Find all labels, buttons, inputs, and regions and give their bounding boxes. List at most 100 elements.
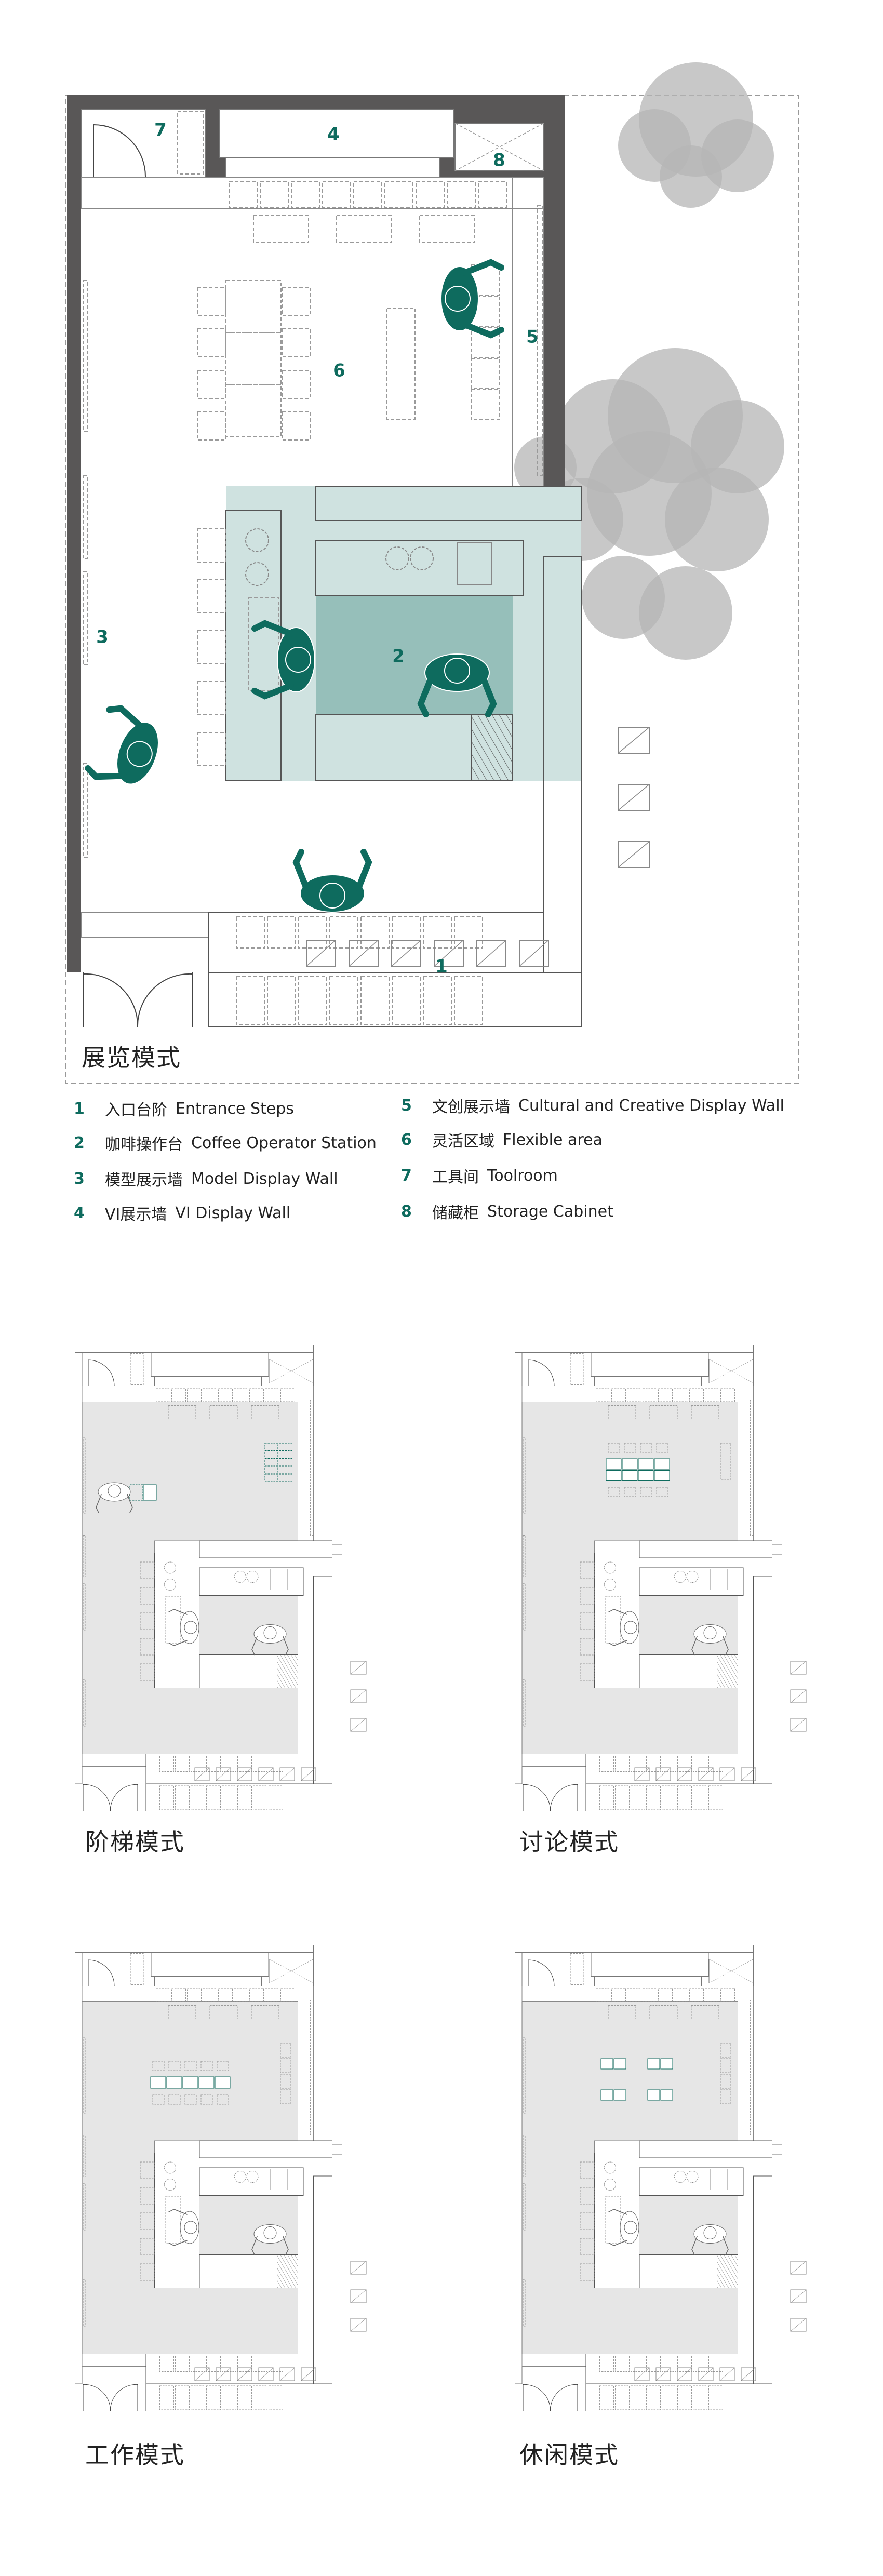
coffee-operator-station	[639, 2195, 738, 2255]
step-seat	[615, 2385, 630, 2410]
person-arms	[168, 2209, 188, 2246]
coffee-operator-station	[199, 1595, 298, 1655]
stool	[282, 328, 311, 357]
step-seat	[269, 2385, 283, 2410]
teal-seat	[279, 1450, 292, 1459]
bar-stool	[580, 2212, 595, 2230]
legend-en: Storage Cabinet	[487, 1202, 613, 1221]
back-counter-appliances	[639, 1567, 744, 1596]
step-seat	[677, 1785, 692, 1810]
discussion-table	[606, 1458, 622, 1470]
small-plan-work-mode	[75, 1945, 367, 2411]
display-table	[691, 1405, 719, 1419]
grinder-icon	[245, 562, 269, 586]
area-label-6: 6	[333, 361, 345, 381]
person-arms	[251, 2236, 289, 2255]
chair	[200, 2061, 213, 2071]
model-display-shelf	[83, 1437, 86, 1514]
burner-icon	[674, 2171, 686, 2183]
burner-icon	[674, 1571, 686, 1583]
person-head	[285, 647, 311, 673]
stool	[282, 287, 311, 316]
grinder-icon	[164, 2179, 176, 2191]
planter-diagonal	[279, 2367, 295, 2381]
stool	[282, 370, 311, 399]
vi-display-wall-base	[225, 157, 440, 178]
person-head	[319, 883, 345, 909]
cultural-display-wall-5	[298, 1986, 314, 2142]
step-seat	[222, 1756, 236, 1772]
outdoor-planter	[258, 2367, 274, 2381]
display-shelf	[705, 1388, 719, 1402]
wall-shelf	[310, 2000, 313, 2135]
chair	[640, 1487, 652, 1497]
step-seat	[269, 1756, 283, 1772]
wall	[75, 1345, 83, 1784]
area-number-labels: 7 4 8 5 6 3 2 1	[96, 120, 539, 977]
planter-diagonal	[698, 1767, 714, 1781]
back-counter-appliances	[315, 540, 524, 596]
model-display-shelf	[83, 1583, 86, 1631]
area-label-3: 3	[96, 627, 109, 648]
leisure-table	[660, 2058, 673, 2070]
person-head	[184, 2221, 197, 2234]
person-arms	[691, 1636, 729, 1656]
display-shelf	[171, 1988, 186, 2002]
sink-icon	[710, 1569, 728, 1590]
step-seat	[253, 1785, 267, 1810]
back-counter	[315, 486, 582, 521]
step-seat	[646, 1785, 661, 1810]
grinder-icon	[604, 2179, 616, 2191]
planter-diagonal	[434, 940, 464, 967]
display-shelf	[203, 1988, 217, 2002]
display-shelf	[265, 1388, 279, 1402]
model-display-shelf	[83, 2279, 86, 2327]
step-seat	[708, 2385, 723, 2410]
step-seat	[191, 1756, 205, 1772]
chair	[168, 2061, 181, 2071]
toolroom-shelf	[130, 1953, 144, 1985]
step-seat	[392, 976, 421, 1025]
entrance-step-1	[585, 2354, 754, 2384]
display-table	[253, 215, 309, 243]
entrance-step-2	[208, 972, 582, 1027]
vi-display-wall-base	[154, 1376, 262, 1386]
step-seat	[267, 916, 296, 949]
grinder-icon	[604, 2161, 616, 2174]
step-seat	[454, 916, 483, 949]
bar-stool	[140, 1612, 155, 1630]
step-seat	[677, 2385, 692, 2410]
display-table	[691, 2005, 719, 2019]
person-head	[184, 1621, 197, 1634]
outdoor-planter	[279, 1767, 295, 1781]
cultural-shelf-unit	[471, 296, 500, 327]
planter-diagonal	[618, 841, 650, 868]
chair	[608, 1487, 620, 1497]
chair	[168, 2094, 181, 2105]
vi-display-wall-base	[154, 1976, 262, 1986]
wall	[75, 1345, 324, 1353]
legend-cn: 入口台阶	[105, 1101, 167, 1119]
bar-stool	[580, 2238, 595, 2255]
step-seat	[631, 2356, 645, 2372]
model-display-shelf	[83, 2037, 86, 2114]
planter-diagonal	[741, 2367, 756, 2381]
grinder-icon	[604, 1579, 616, 1591]
outdoor-planter	[655, 2367, 671, 2381]
leisure-mode-title: 休闲模式	[519, 2441, 619, 2469]
entrance-double-door-icon	[83, 972, 193, 1027]
person-arms	[168, 1609, 188, 1646]
work-desk	[215, 2076, 231, 2089]
legend-cn: 工具间	[432, 1168, 479, 1186]
outdoor-planter	[194, 2367, 210, 2381]
cultural-display-wall-5	[738, 1986, 754, 2142]
outdoor-planter	[434, 940, 464, 967]
model-display-shelf	[83, 475, 88, 559]
work-desk	[198, 2076, 215, 2089]
step-seat	[631, 1785, 645, 1810]
teal-seat	[279, 1443, 292, 1451]
step-seat	[237, 2385, 252, 2410]
legend-number: 8	[401, 1202, 412, 1221]
